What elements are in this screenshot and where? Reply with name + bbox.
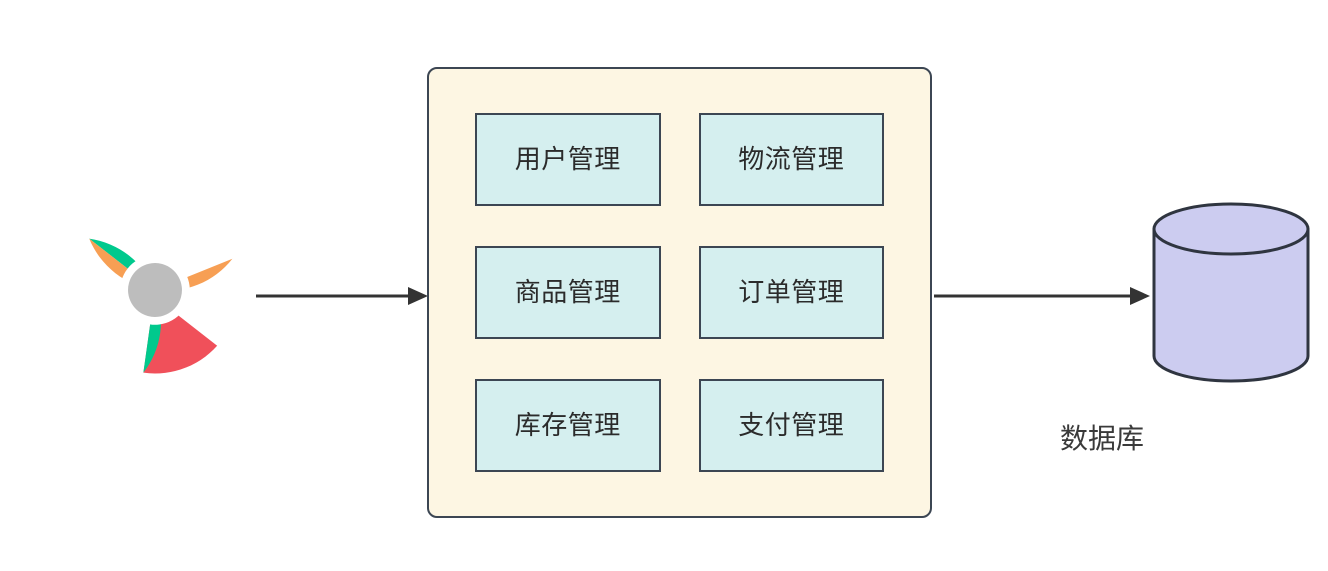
module-product-management[interactable]: 商品管理 bbox=[475, 246, 661, 339]
module-label: 订单管理 bbox=[738, 277, 845, 308]
module-order-management[interactable]: 订单管理 bbox=[698, 246, 884, 339]
application-module-container: 用户管理 物流管理 商品管理 订单管理 库存管理 支付管理 bbox=[427, 67, 932, 518]
module-label: 商品管理 bbox=[514, 277, 621, 308]
database-cylinder-icon bbox=[1150, 200, 1312, 385]
chrome-browser-icon bbox=[68, 203, 242, 377]
arrow-application-to-database bbox=[934, 284, 1150, 308]
module-payment-management[interactable]: 支付管理 bbox=[698, 379, 884, 472]
module-logistics-management[interactable]: 物流管理 bbox=[698, 113, 884, 206]
module-label: 物流管理 bbox=[738, 144, 845, 175]
arrow-browser-to-application bbox=[256, 284, 428, 308]
module-inventory-management[interactable]: 库存管理 bbox=[475, 379, 661, 472]
database-label: 数据库 bbox=[1060, 422, 1145, 455]
module-user-management[interactable]: 用户管理 bbox=[475, 113, 661, 206]
module-label: 支付管理 bbox=[738, 410, 845, 441]
module-label: 库存管理 bbox=[514, 410, 621, 441]
module-label: 用户管理 bbox=[514, 144, 621, 175]
module-grid: 用户管理 物流管理 商品管理 订单管理 库存管理 支付管理 bbox=[429, 69, 930, 516]
